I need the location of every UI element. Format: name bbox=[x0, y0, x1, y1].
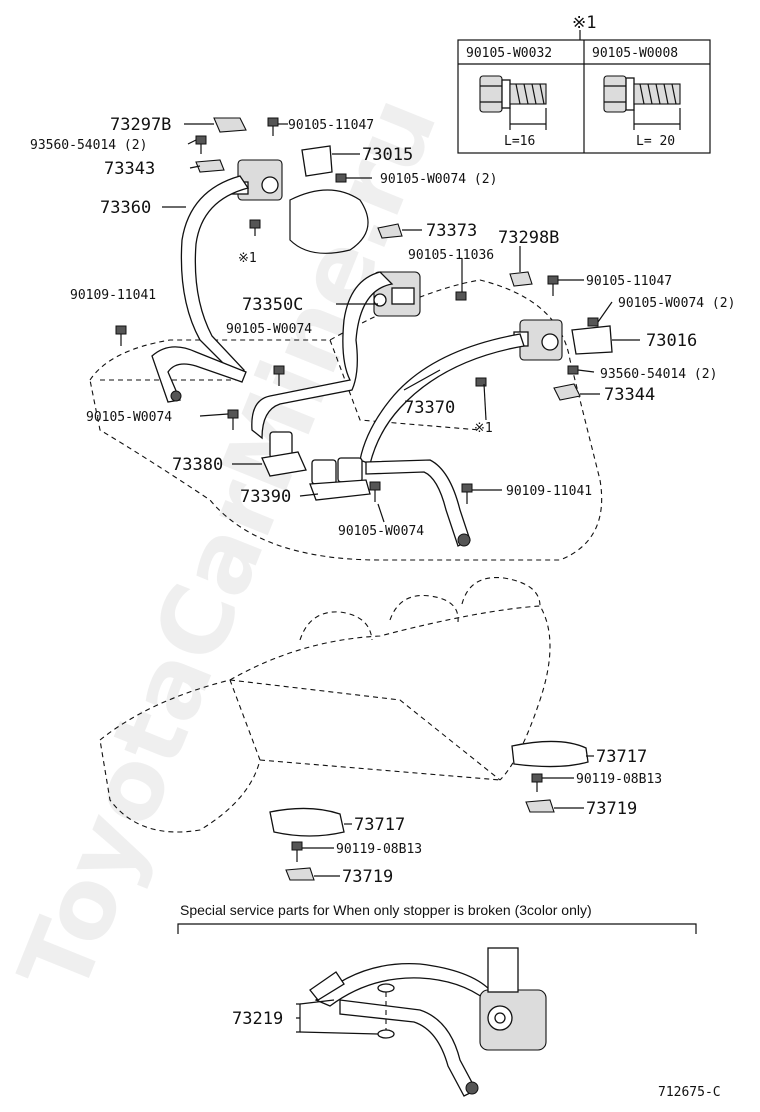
cover-73717-right bbox=[511, 740, 589, 768]
callout-73016: 73016 bbox=[646, 331, 697, 351]
seatback-outline bbox=[89, 189, 603, 561]
bolt-icon bbox=[291, 841, 303, 862]
callout-90105-11036: 90105-11036 bbox=[408, 248, 494, 263]
cover-73717-left bbox=[269, 807, 345, 837]
bolt-icon bbox=[531, 773, 543, 792]
callout-73344: 73344 bbox=[604, 385, 655, 405]
callout-90105-w0074-a: 90105-W0074 bbox=[226, 322, 312, 337]
callout-73343: 73343 bbox=[104, 159, 155, 179]
plate-73297b bbox=[213, 117, 247, 133]
callout-73380: 73380 bbox=[172, 455, 223, 475]
callout-73370: 73370 bbox=[404, 398, 455, 418]
bolt-icon bbox=[115, 325, 127, 346]
bolt-icon bbox=[273, 365, 285, 386]
callout-73719-b: 73719 bbox=[342, 867, 393, 887]
callout-73373: 73373 bbox=[426, 221, 477, 241]
callout-73298b: 73298B bbox=[498, 228, 559, 248]
buckle-73390 bbox=[309, 457, 371, 501]
rear-seat-outline bbox=[99, 576, 551, 833]
buckle-73380 bbox=[261, 431, 307, 477]
callout-93560-54014-a: 93560-54014 (2) bbox=[30, 138, 147, 153]
bolt-icon bbox=[195, 135, 207, 154]
bolt-icon-w0032: L=16 bbox=[479, 75, 547, 149]
callout-90105-11047-a: 90105-11047 bbox=[288, 118, 374, 133]
bracket-73015 bbox=[301, 145, 333, 177]
bolt-length-2: L= 20 bbox=[636, 134, 675, 149]
bolt-icon bbox=[455, 291, 467, 301]
bolt-icon bbox=[547, 275, 559, 296]
special-service-note: Special service parts for When only stop… bbox=[180, 902, 592, 918]
hardware-pieces bbox=[195, 117, 613, 401]
bolt-table-part-1: 90105-W0032 bbox=[466, 46, 552, 61]
callout-73350c: 73350C bbox=[242, 295, 303, 315]
callout-73717-a: 73717 bbox=[596, 747, 647, 767]
plate-73373 bbox=[377, 223, 403, 239]
callout-73390: 73390 bbox=[240, 487, 291, 507]
callout-90119-08b13-b: 90119-08B13 bbox=[336, 842, 422, 857]
figure-id: 712675-C bbox=[658, 1085, 721, 1100]
leader-lines-lower bbox=[302, 755, 594, 877]
bolt-icons bbox=[115, 117, 599, 504]
mark-1-a: ※1 bbox=[238, 251, 257, 266]
callout-90109-11041-a: 90109-11041 bbox=[70, 288, 156, 303]
bolt-icon bbox=[249, 219, 261, 236]
bolt-icon bbox=[587, 317, 599, 327]
bolt-icon bbox=[461, 483, 473, 504]
bolt-table-part-2: 90105-W0008 bbox=[592, 46, 678, 61]
callout-93560-54014-b: 93560-54014 (2) bbox=[600, 367, 717, 382]
callout-90105-w0074-c: 90105-W0074 bbox=[338, 524, 424, 539]
callout-73219: 73219 bbox=[232, 1009, 283, 1029]
callout-73219-bracket bbox=[296, 1003, 301, 1033]
plate-73343 bbox=[195, 159, 225, 173]
bolt-icon bbox=[267, 117, 279, 136]
callout-73297b: 73297B bbox=[110, 115, 171, 135]
callout-73717-b: 73717 bbox=[354, 815, 405, 835]
callout-73015: 73015 bbox=[362, 145, 413, 165]
callout-90105-11047-b: 90105-11047 bbox=[586, 274, 672, 289]
callout-90105-w0074-b: 90105-W0074 bbox=[86, 410, 172, 425]
bolt-icon-w0008: L= 20 bbox=[603, 75, 681, 149]
plate-73298b bbox=[509, 271, 533, 287]
special-service-bracket bbox=[177, 923, 697, 934]
callout-90105-w0074-2b: 90105-W0074 (2) bbox=[618, 296, 735, 311]
bolt-table: ※1 90105-W0032 90105-W0008 L=16 bbox=[457, 13, 711, 154]
callout-73360: 73360 bbox=[100, 198, 151, 218]
clip-73719-right bbox=[525, 799, 555, 813]
mark-1-b: ※1 bbox=[474, 421, 493, 436]
callout-90119-08b13-a: 90119-08B13 bbox=[576, 772, 662, 787]
bolt-icon bbox=[567, 365, 579, 375]
callout-90109-11041-b: 90109-11041 bbox=[506, 484, 592, 499]
clip-73719-left bbox=[285, 867, 315, 881]
callout-90105-w0074-2a: 90105-W0074 (2) bbox=[380, 172, 497, 187]
plate-73344 bbox=[553, 383, 581, 401]
stopper-detail bbox=[309, 947, 547, 1097]
bolt-icon bbox=[335, 173, 347, 183]
bolt-icon bbox=[369, 481, 381, 502]
left-retractor-73360 bbox=[180, 159, 283, 377]
bolt-icon bbox=[475, 377, 487, 387]
callout-73719-a: 73719 bbox=[586, 799, 637, 819]
left-lower-strap bbox=[151, 346, 247, 403]
bolt-table-mark: ※1 bbox=[572, 13, 596, 33]
bolt-length-1: L=16 bbox=[504, 134, 535, 149]
bracket-73016 bbox=[571, 325, 613, 355]
leader-lines-upper bbox=[162, 123, 640, 523]
center-retractor-73350c bbox=[251, 271, 421, 440]
right-retractor-73370 bbox=[359, 319, 563, 547]
